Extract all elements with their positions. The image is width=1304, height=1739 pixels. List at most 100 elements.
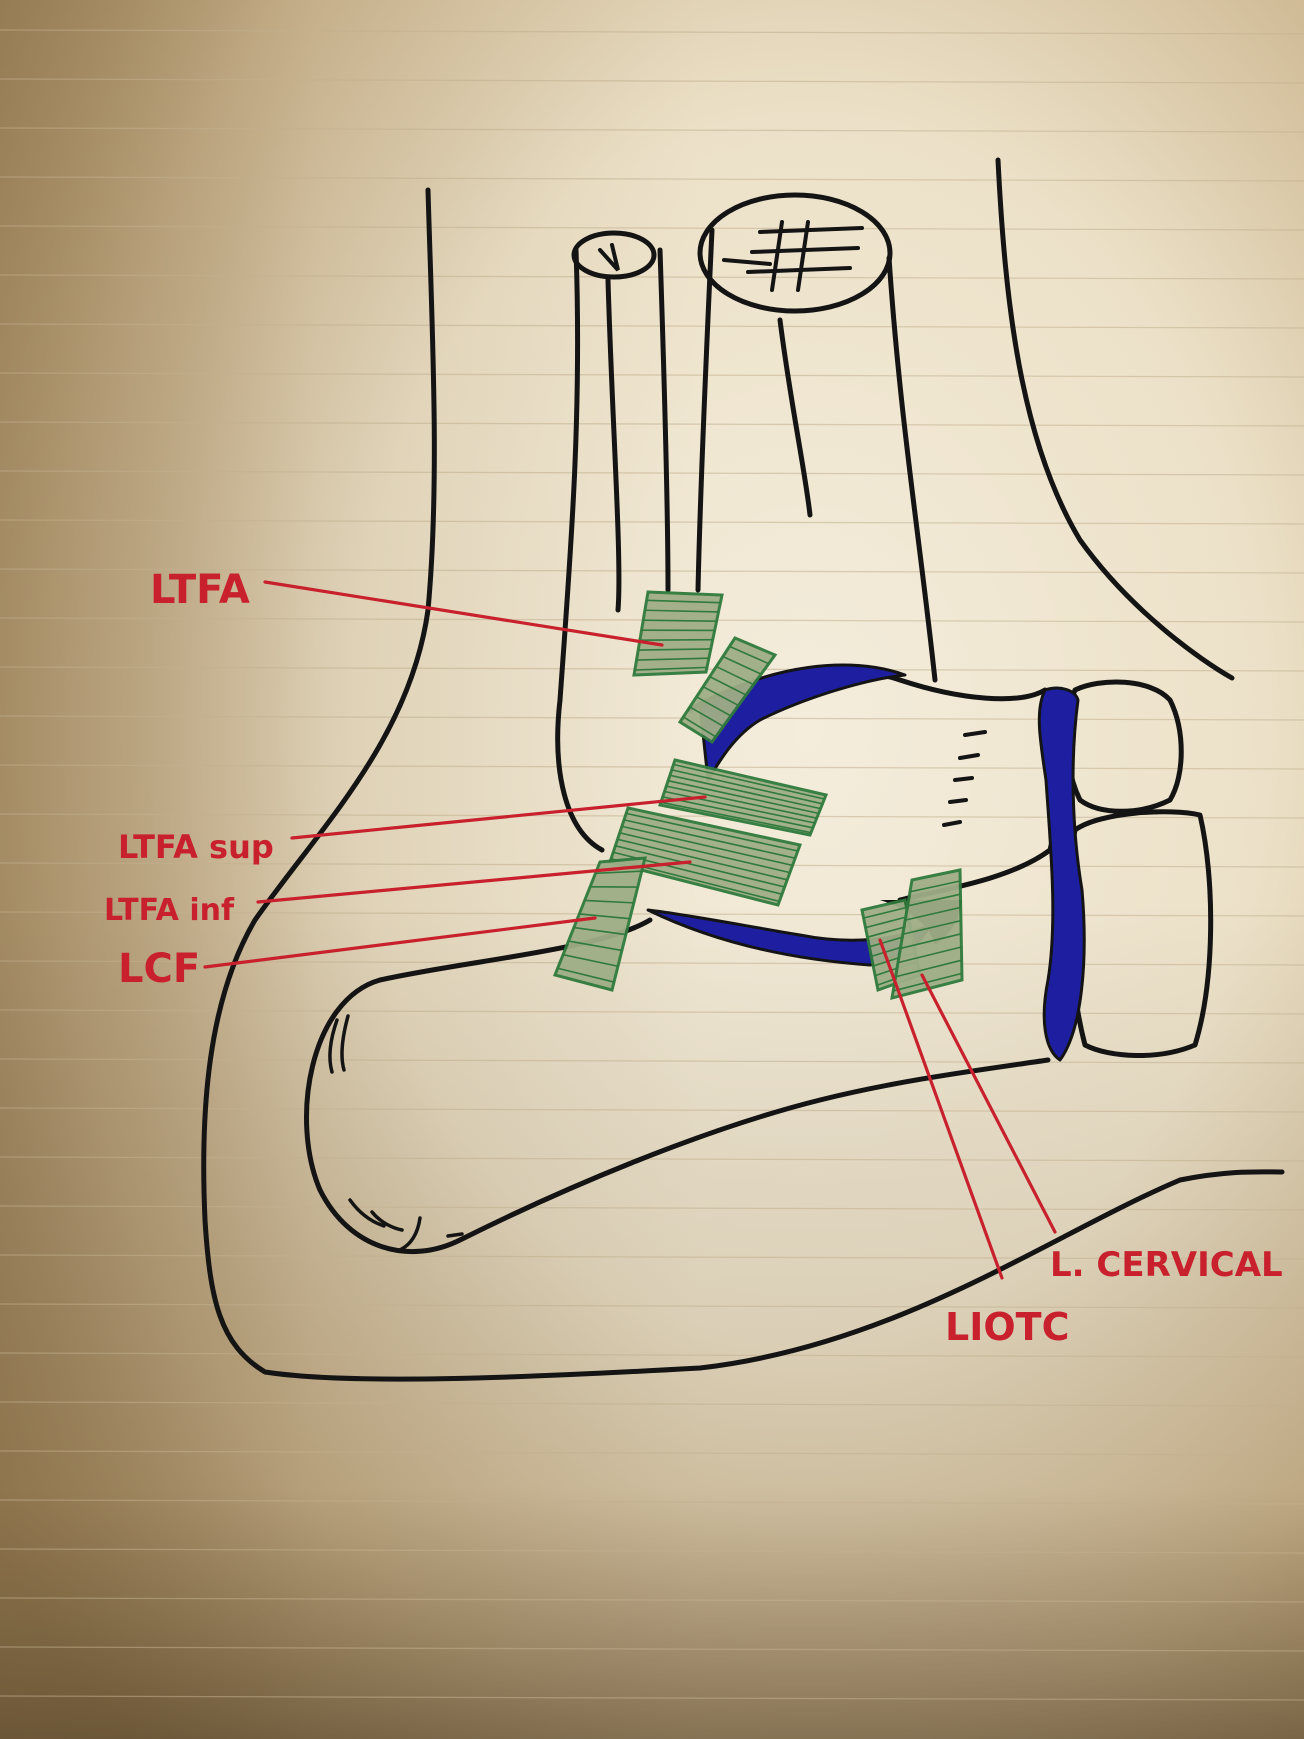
ligament-hatch-line xyxy=(638,648,711,651)
ligament-hatch-line xyxy=(662,796,814,829)
ligament-hatch-line xyxy=(626,812,798,852)
ruled-line xyxy=(0,1450,1304,1456)
ligament-hatch-line xyxy=(666,785,817,819)
ruled-line xyxy=(0,470,1304,476)
tibia-anterior-edge xyxy=(886,255,938,683)
heel-detail-marks xyxy=(328,1014,464,1252)
ruled-line xyxy=(0,1352,1304,1358)
leader-ltfa-inf xyxy=(256,860,692,904)
ligament-hatch-line xyxy=(907,893,961,907)
label-l-cervical: L. CERVICAL xyxy=(1050,1245,1283,1285)
ruled-line xyxy=(0,1401,1304,1407)
ruled-line xyxy=(0,1499,1304,1505)
ruled-line xyxy=(0,1156,1304,1162)
ligament-hatch-line xyxy=(865,915,909,929)
label-ltfa: LTFA xyxy=(150,567,250,613)
ruled-line xyxy=(0,127,1304,133)
ligament-hatch-line xyxy=(660,801,812,834)
ligament-ltfa-sup xyxy=(658,758,829,837)
ruled-line xyxy=(0,1646,1304,1652)
label-ltfa-inf: LTFA inf xyxy=(104,893,235,928)
ligament-hatch-line xyxy=(595,870,642,875)
ruled-line xyxy=(0,1548,1304,1554)
ligament-hatch-line xyxy=(669,774,821,810)
ligament-hatch-line xyxy=(729,645,770,665)
ligament-hatch-line xyxy=(562,953,619,968)
ligament-lcf xyxy=(552,856,647,992)
ligament-hatch-line xyxy=(909,880,961,893)
paper-shadow-bottom xyxy=(0,900,1304,1739)
ligament-hatch-line xyxy=(722,655,762,675)
talus-articular-dashes xyxy=(942,730,987,827)
ligament-ltfa xyxy=(632,590,724,677)
ruled-line xyxy=(0,1254,1304,1260)
ruled-line xyxy=(0,78,1304,84)
tibia-shaft xyxy=(695,227,715,593)
label-liotc: LIOTC xyxy=(945,1305,1069,1349)
ligament-hatch-line xyxy=(664,790,815,824)
leader-ltfa-sup xyxy=(290,795,707,840)
ligament-ltfa-inf xyxy=(608,806,803,907)
ligament-hatch-line xyxy=(568,940,623,952)
ligament-hatch-line xyxy=(623,819,796,859)
ligament-hatch-line xyxy=(863,906,907,919)
ruled-line xyxy=(0,715,1304,721)
ligament-hatch-line xyxy=(621,825,793,867)
fibula-shaft-inner xyxy=(605,277,622,613)
ligament-hatch-line xyxy=(615,845,785,888)
ligament-hatch-line xyxy=(897,946,962,964)
ligament-hatch-line xyxy=(702,686,739,707)
ruled-line xyxy=(0,1107,1304,1113)
ruled-line xyxy=(0,1695,1304,1701)
calcaneus-outline xyxy=(304,917,1051,1255)
ruled-line xyxy=(0,372,1304,378)
ruled-line xyxy=(0,274,1304,280)
ruled-line xyxy=(0,225,1304,231)
ligament-hatch-line xyxy=(644,609,719,613)
ligament-hatch-line xyxy=(902,919,962,936)
ligament-l-cervical xyxy=(890,868,964,1001)
ligament-hatch-line xyxy=(646,599,721,604)
fibula-shaft xyxy=(555,247,605,853)
ligament-hatch-line xyxy=(673,763,825,800)
leader-l-cervical xyxy=(920,973,1057,1234)
fibula-cut-mark xyxy=(598,243,620,272)
ligament-hatch-line xyxy=(643,619,717,622)
fibula-cut-section xyxy=(571,230,657,280)
ligament-hatch-line xyxy=(893,972,963,992)
talar-dome-cartilage xyxy=(698,663,907,782)
ligament-ltfa-upper xyxy=(677,636,778,745)
ruled-line xyxy=(0,176,1304,182)
leg-outline-posterior xyxy=(201,187,1285,1382)
ligament-hatch-line xyxy=(715,665,754,686)
ligament-hatch-line xyxy=(584,899,634,904)
ruled-line xyxy=(0,519,1304,525)
ligament-hatch-line xyxy=(634,666,707,671)
label-lcf: LCF xyxy=(118,946,200,992)
ligament-hatch-line xyxy=(617,838,788,881)
ligament-hatch-line xyxy=(579,913,630,920)
ligament-hatch-line xyxy=(895,959,962,978)
ruled-line xyxy=(0,960,1304,966)
ruled-line xyxy=(0,568,1304,574)
ligament-hatch-line xyxy=(573,926,626,936)
leader-lcf xyxy=(203,916,597,969)
ligament-hatch-line xyxy=(900,933,962,950)
ligament-hatch-line xyxy=(619,832,791,874)
ruled-line xyxy=(0,1205,1304,1211)
tibia-cut-section xyxy=(697,192,893,314)
ligament-hatch-line xyxy=(636,657,709,661)
talonavicular-cartilage xyxy=(1037,686,1086,1062)
leader-liotc xyxy=(878,938,1004,1280)
ligament-hatch-line xyxy=(905,906,961,921)
leg-outline-anterior xyxy=(995,157,1235,681)
ligament-hatch-line xyxy=(689,706,724,728)
ligament-hatch-line xyxy=(671,769,823,805)
ruled-line xyxy=(0,1597,1304,1603)
leader-ltfa xyxy=(263,580,664,647)
ligament-hatch-line xyxy=(682,716,717,738)
label-ltfa-sup: LTFA sup xyxy=(118,828,274,866)
ligament-hatch-line xyxy=(667,779,819,815)
